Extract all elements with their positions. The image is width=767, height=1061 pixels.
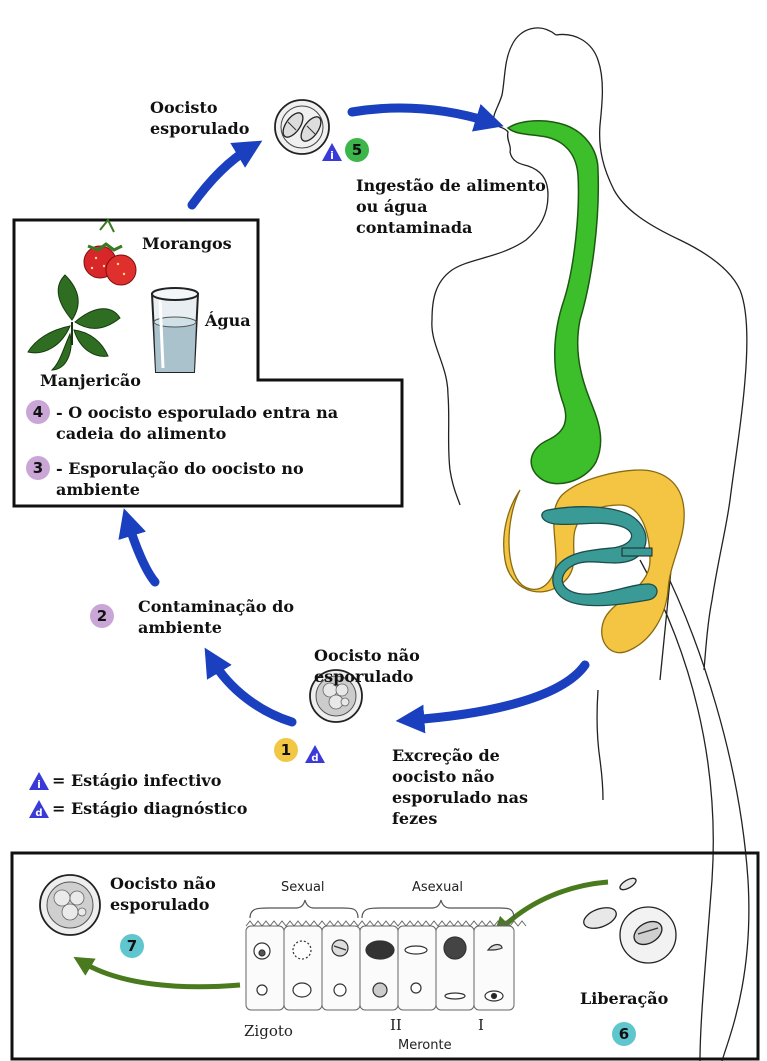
asexual-label: Asexual xyxy=(412,880,463,895)
contamination-label: Contaminação do ambiente xyxy=(138,596,313,638)
svg-text:i: i xyxy=(330,149,334,162)
sexual-label: Sexual xyxy=(281,880,325,895)
exit-arrow xyxy=(82,962,240,987)
strawberries-label: Morangos xyxy=(142,233,232,254)
svg-text:i: i xyxy=(37,778,41,791)
legend-diagnostic-icon: d xyxy=(28,799,50,819)
basil-image xyxy=(28,275,120,370)
step-4-text: - O oocisto esporulado entra na cadeia d… xyxy=(56,402,391,444)
legend-infective-icon: i xyxy=(28,771,50,791)
bottom-oocyst-label: Oocisto não esporulado xyxy=(110,873,230,915)
infective-triangle-icon: i xyxy=(321,142,343,162)
diagnostic-triangle-icon: d xyxy=(304,744,326,764)
svg-text:d: d xyxy=(35,808,42,819)
meront-ii-label: II xyxy=(390,1016,402,1034)
meront-label: Meronte xyxy=(398,1038,452,1053)
ingestion-label: Ingestão de alimento ou água contaminada xyxy=(356,175,546,238)
unsporulated-oocyst-bottom xyxy=(40,875,100,935)
step-6-badge: 6 xyxy=(612,1022,636,1046)
step-7-badge: 7 xyxy=(120,934,144,958)
legend-infective-text: = Estágio infectivo xyxy=(52,770,221,791)
step-2-badge: 2 xyxy=(90,604,114,628)
step-3-text: - Esporulação do oocisto no ambiente xyxy=(56,458,356,500)
zygote-label: Zigoto xyxy=(244,1022,293,1040)
sporulated-oocyst-label: Oocisto esporulado xyxy=(150,97,260,139)
basil-label: Manjericão xyxy=(40,370,141,391)
step-4-badge: 4 xyxy=(26,400,50,424)
unsporulated-oocyst-label: Oocisto não esporulado xyxy=(314,645,429,687)
step-1-badge: 1 xyxy=(274,738,298,762)
step-3-badge: 3 xyxy=(26,456,50,480)
step-5-badge: 5 xyxy=(345,138,369,162)
stage-braces xyxy=(250,900,514,918)
epithelium-strip xyxy=(246,921,526,1010)
strawberries-image xyxy=(84,220,136,285)
meront-i-label: I xyxy=(478,1016,484,1034)
water-label: Água xyxy=(205,310,251,331)
release-label: Liberação xyxy=(580,988,668,1009)
svg-text:d: d xyxy=(311,753,318,764)
legend-diagnostic-text: = Estágio diagnóstico xyxy=(52,798,247,819)
released-oocyst xyxy=(581,876,676,963)
excretion-label: Excreção de oocisto não esporulado nas f… xyxy=(392,745,567,829)
water-glass-image xyxy=(152,288,198,372)
